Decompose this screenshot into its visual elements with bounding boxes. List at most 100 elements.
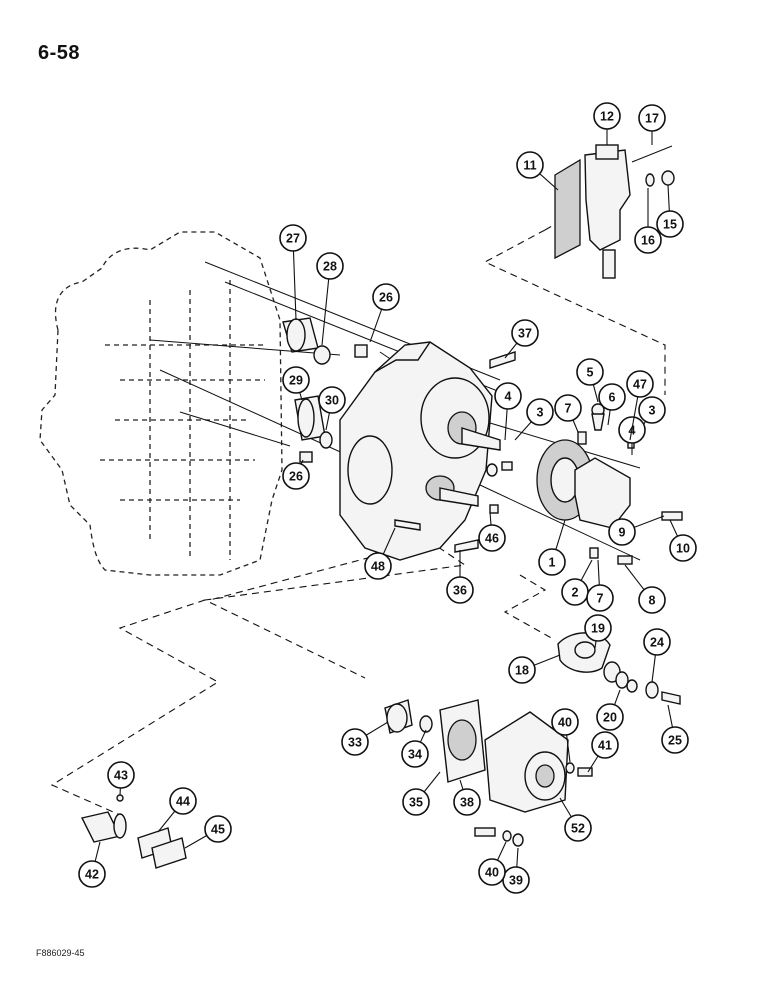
callout-1: 1: [538, 519, 566, 576]
callout-number: 19: [591, 622, 605, 636]
callout-leader: [419, 729, 427, 743]
callout-circle: [516, 151, 544, 179]
callout-number: 26: [289, 470, 303, 484]
callout-7: 7: [586, 559, 614, 612]
callout-leader: [533, 654, 561, 666]
callout-circle: [638, 104, 666, 132]
callout-leader: [587, 755, 599, 773]
callout-circle: [169, 787, 197, 815]
callout-42: 42: [78, 841, 106, 888]
callout-number: 11: [523, 159, 536, 173]
callout-28: 28: [316, 252, 344, 346]
callout-34: 34: [401, 729, 429, 768]
callout-circle: [478, 858, 506, 886]
callout-number: 25: [668, 734, 682, 748]
callout-number: 45: [211, 823, 225, 837]
callout-leader: [459, 779, 464, 790]
callout-number: 12: [600, 110, 614, 124]
callout-number: 33: [348, 736, 362, 750]
callout-leader: [580, 559, 593, 581]
callout-40: 40: [551, 708, 579, 763]
figure-code: F886029-45: [36, 948, 85, 958]
callout-leader: [504, 342, 518, 359]
callout-circle: [511, 319, 539, 347]
callout-leader: [566, 734, 571, 763]
callout-leader: [514, 421, 532, 441]
callout-circle: [401, 740, 429, 768]
callout-43: 43: [107, 761, 135, 796]
callout-number: 47: [633, 378, 647, 392]
callout-number: 38: [460, 796, 474, 810]
callout-circle: [402, 788, 430, 816]
callout-6: 6: [598, 383, 626, 426]
callout-circle: [107, 761, 135, 789]
callout-circle: [634, 226, 662, 254]
callout-52: 52: [559, 797, 592, 842]
callout-18: 18: [508, 654, 561, 684]
callout-circle: [554, 394, 582, 422]
callout-33: 33: [341, 721, 389, 756]
callout-leader: [592, 384, 599, 403]
callout-number: 15: [663, 218, 677, 232]
callout-10: 10: [669, 519, 697, 562]
callout-leader: [667, 184, 670, 212]
callout-number: 9: [619, 526, 626, 540]
callout-number: 10: [676, 542, 690, 556]
callout-3: 3: [514, 398, 554, 441]
callout-circle: [526, 398, 554, 426]
callout-number: 40: [485, 866, 499, 880]
callout-26: 26: [282, 459, 310, 490]
callout-8: 8: [624, 564, 666, 614]
callout-number: 39: [509, 874, 523, 888]
callout-leader: [667, 704, 673, 728]
control-valve: [554, 144, 675, 279]
callout-leader: [516, 847, 519, 868]
needle-bearings: [282, 317, 368, 463]
bolts: [394, 351, 516, 553]
callout-number: 5: [587, 366, 594, 380]
callout-number: 44: [176, 795, 190, 809]
callout-number: 2: [572, 586, 579, 600]
pump-flange: [557, 632, 681, 705]
suction-tube: [80, 794, 187, 869]
callout-26: 26: [369, 283, 400, 343]
callout-leader: [382, 527, 396, 555]
callout-11: 11: [516, 151, 559, 191]
callout-circle: [551, 708, 579, 736]
callout-circle: [318, 386, 346, 414]
callout-leader: [594, 640, 597, 649]
callout-circle: [78, 860, 106, 888]
callout-35: 35: [402, 771, 441, 816]
callout-leader: [292, 250, 297, 321]
callout-leader: [489, 511, 492, 526]
callout-number: 43: [114, 769, 128, 783]
callout-15: 15: [656, 184, 684, 238]
callout-circle: [494, 382, 522, 410]
callout-number: 3: [649, 404, 656, 418]
callout-number: 29: [289, 374, 303, 388]
callout-leader: [365, 721, 389, 736]
callout-circle: [598, 383, 626, 411]
callout-30: 30: [318, 386, 346, 431]
callout-leader: [555, 519, 566, 550]
callout-number: 52: [571, 822, 585, 836]
callout-7: 7: [554, 394, 582, 433]
callout-41: 41: [587, 731, 619, 773]
callout-number: 3: [537, 406, 544, 420]
callout-leader: [325, 412, 330, 431]
callout-number: 26: [379, 291, 393, 305]
callout-number: 6: [609, 391, 616, 405]
callout-leader: [559, 797, 572, 818]
callout-circle: [453, 788, 481, 816]
callout-leader: [369, 309, 383, 343]
callout-number: 34: [408, 748, 422, 762]
callout-circle: [508, 656, 536, 684]
callout-leader: [669, 519, 679, 537]
callout-circle: [656, 210, 684, 238]
callout-29: 29: [282, 366, 310, 401]
callout-circle: [538, 548, 566, 576]
callout-12: 12: [593, 102, 621, 145]
callout-circle: [446, 576, 474, 604]
callout-number: 41: [598, 739, 612, 753]
